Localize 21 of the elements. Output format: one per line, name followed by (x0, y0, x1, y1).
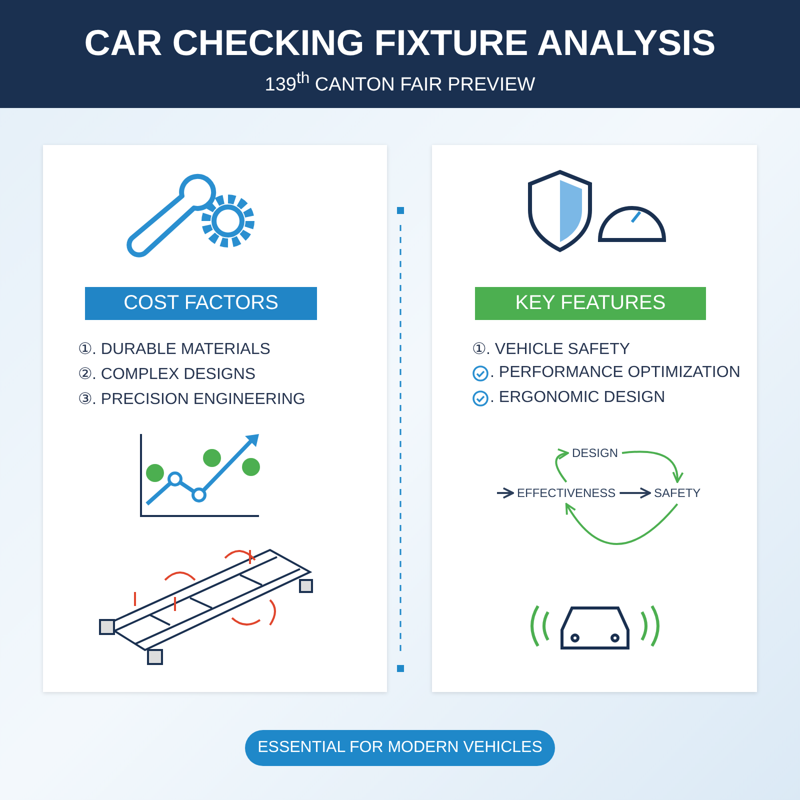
list-item: ①. VEHICLE SAFETY (472, 340, 630, 359)
list-item: ①. DURABLE MATERIALS (78, 340, 270, 359)
cycle-step: DESIGN (572, 446, 618, 460)
list-item: ②. COMPLEX DESIGNS (78, 365, 256, 384)
heading-banner: COST FACTORS (85, 287, 317, 320)
arrow (555, 448, 569, 483)
list-item: . ERGONOMIC DESIGN (490, 389, 666, 407)
cycle-step: SAFETY (654, 486, 701, 500)
heading-banner: KEY FEATURES (475, 287, 706, 320)
arrow (565, 503, 678, 545)
card-background (432, 145, 757, 692)
arrow (497, 487, 514, 499)
list-item: ③. PRECISION ENGINEERING (78, 390, 306, 409)
footer-banner: ESSENTIAL FOR MODERN VEHICLES (245, 730, 555, 766)
card-background (43, 145, 387, 692)
arrow (620, 487, 651, 499)
title: CAR CHECKING FIXTURE ANALYSIS (83, 22, 717, 64)
cycle-step: EFFECTIVENESS (517, 486, 616, 500)
arrow (622, 450, 684, 483)
subtitle: 139$^{th}$ CANTON FAIR PREVIEW (264, 70, 536, 96)
list-item: . PERFORMANCE OPTIMIZATION (490, 364, 740, 382)
